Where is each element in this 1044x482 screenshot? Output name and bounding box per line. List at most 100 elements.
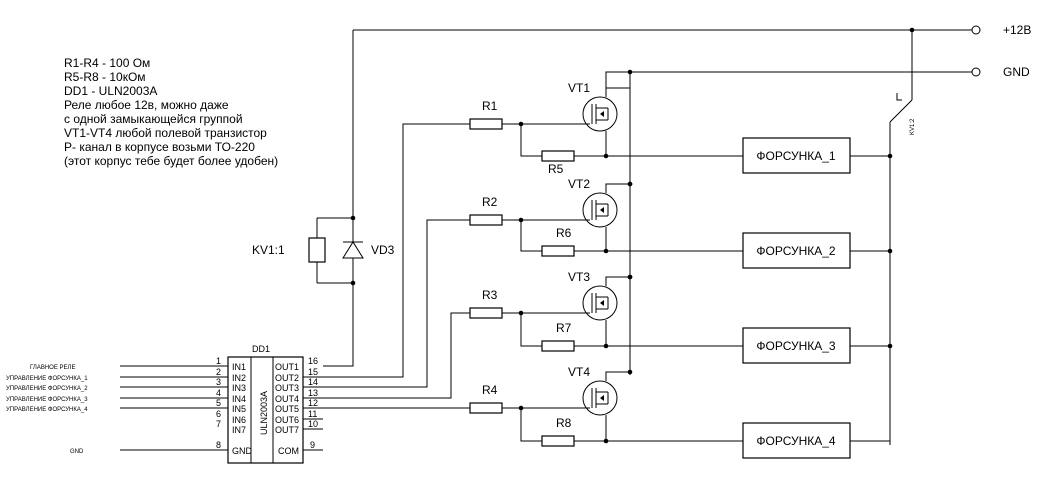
pin-name: IN2 <box>232 373 246 383</box>
relay-coil <box>308 237 326 263</box>
pin-name: OUT1 <box>275 362 299 372</box>
resistor-gate-label: R1 <box>482 99 498 113</box>
pin-num: 1 <box>216 356 221 366</box>
pin-name: IN4 <box>232 394 246 404</box>
label-kv1-1: KV1:1 <box>252 243 285 257</box>
label-12v: +12В <box>1003 23 1031 37</box>
pin-num: 6 <box>216 409 221 419</box>
ic-body <box>227 356 304 464</box>
injector-box <box>742 232 851 269</box>
input-label: УПРАВЛЕНИЕ ФОРСУНКА_3 <box>6 397 88 403</box>
ic-uln2003a: DD1 ULN2003A <box>227 344 304 464</box>
note-line: (этот корпус тебе будет более удобен) <box>64 154 278 168</box>
pin-name: OUT7 <box>275 425 299 435</box>
pin-num: 14 <box>308 377 318 387</box>
pin-name: COM <box>278 446 299 456</box>
mosfet-label: VT2 <box>568 177 590 191</box>
pin-num: 15 <box>308 367 318 377</box>
pin-name: OUT2 <box>275 373 299 383</box>
pin-name: OUT5 <box>275 404 299 414</box>
pin-name: IN5 <box>232 404 246 414</box>
label-gnd: GND <box>1003 65 1030 79</box>
pin-num: 12 <box>308 398 318 408</box>
power-rails: +12В GND <box>353 23 1031 375</box>
pin-name: IN3 <box>232 383 246 393</box>
note-line: DD1 - ULN2003A <box>64 84 157 98</box>
pin-name: OUT3 <box>275 383 299 393</box>
resistor-gate <box>469 307 503 319</box>
mosfet-label: VT4 <box>568 365 590 379</box>
injector-box <box>742 422 851 459</box>
mosfet-label: VT3 <box>568 270 590 284</box>
terminal-gnd <box>971 67 981 77</box>
pin-name: IN6 <box>232 415 246 425</box>
gate-drive-wires <box>303 123 470 409</box>
diode-vd3 <box>342 241 364 259</box>
note-line: Реле любое 12в, можно даже <box>64 98 229 112</box>
injector-label: ФОРСУНКА_4 <box>756 434 836 448</box>
pin-name: OUT6 <box>275 415 299 425</box>
input-label: GND <box>70 449 84 455</box>
injector-label: ФОРСУНКА_3 <box>756 339 836 353</box>
resistor-pull-label: R7 <box>556 321 572 335</box>
pin-num: 5 <box>216 398 221 408</box>
resistor-pull <box>541 340 575 352</box>
label-kv1-2: KV1:2 <box>910 118 916 135</box>
pin-num: 13 <box>308 388 318 398</box>
note-line: Р- канал в корпусе возьми ТО-220 <box>64 140 255 154</box>
injector-box <box>742 137 851 174</box>
ic-left-pins: 1 2 3 4 5 6 7 8 IN1 IN2 IN3 IN4 IN5 IN6 … <box>216 356 253 456</box>
resistor-gate-label: R4 <box>482 383 498 397</box>
channels: R1R5VT1ФОРСУНКА_1R2R6VT2ФОРСУНКА_2R3R7VT… <box>469 71 890 459</box>
pin-num: 4 <box>216 388 221 398</box>
note-line: R5-R8 - 10кОм <box>64 70 146 84</box>
resistor-gate-label: R2 <box>482 195 498 209</box>
terminal-12v <box>971 25 981 35</box>
resistor-pull-label: R5 <box>548 162 564 176</box>
resistor-gate-label: R3 <box>482 288 498 302</box>
note-line: с одной замыкающейся группой <box>64 112 243 126</box>
pin-name: IN7 <box>232 425 246 435</box>
note-line: VT1-VT4 любой полевой транзистор <box>64 126 267 140</box>
label-vd3: VD3 <box>371 243 395 257</box>
relay-contact-group: KV1:2 <box>889 30 916 445</box>
pin-num: 7 <box>216 419 221 429</box>
input-label: УПРАВЛЕНИЕ ФОРСУНКА_2 <box>6 386 88 392</box>
injector-supply-dots <box>887 153 893 349</box>
resistor-pull-label: R6 <box>556 226 572 240</box>
out1-wire <box>323 283 354 367</box>
pin-num: 11 <box>308 409 317 419</box>
resistor-pull <box>541 435 575 447</box>
pin-name: OUT4 <box>275 394 299 404</box>
resistor-pull <box>541 150 575 162</box>
input-wires <box>120 365 323 451</box>
pin-num: 8 <box>216 440 221 450</box>
input-label: УПРАВЛЕНИЕ ФОРСУНКА_1 <box>6 376 88 382</box>
injector-label: ФОРСУНКА_1 <box>756 149 836 163</box>
note-line: R1-R4 - 100 Ом <box>64 56 150 70</box>
pin-num: 3 <box>216 377 221 387</box>
pin-num: 16 <box>308 356 318 366</box>
resistor-gate <box>469 118 503 130</box>
resistor-pull-label: R8 <box>556 416 572 430</box>
ic-ref: DD1 <box>252 344 270 354</box>
injector-box <box>742 327 851 364</box>
relay-contact-blade <box>889 99 913 123</box>
pin-num: 10 <box>308 419 318 429</box>
pin-num: 9 <box>310 440 315 450</box>
resistor-gate <box>469 402 503 414</box>
notes-block: R1-R4 - 100 Ом R5-R8 - 10кОм DD1 - ULN20… <box>64 56 278 168</box>
pin-name: GND <box>232 446 253 456</box>
injector-label: ФОРСУНКА_2 <box>756 244 836 258</box>
ic-right-pins: OUT1 OUT2 OUT3 OUT4 OUT5 OUT6 OUT7 COM 1… <box>275 356 318 456</box>
pin-num: 2 <box>216 367 221 377</box>
mosfet-label: VT1 <box>568 81 590 95</box>
input-label: УПРАВЛЕНИЕ ФОРСУНКА_4 <box>6 407 88 413</box>
relay-coil-group: KV1:1 VD3 <box>252 30 395 367</box>
resistor-pull <box>541 245 575 257</box>
resistor-gate <box>469 214 503 226</box>
